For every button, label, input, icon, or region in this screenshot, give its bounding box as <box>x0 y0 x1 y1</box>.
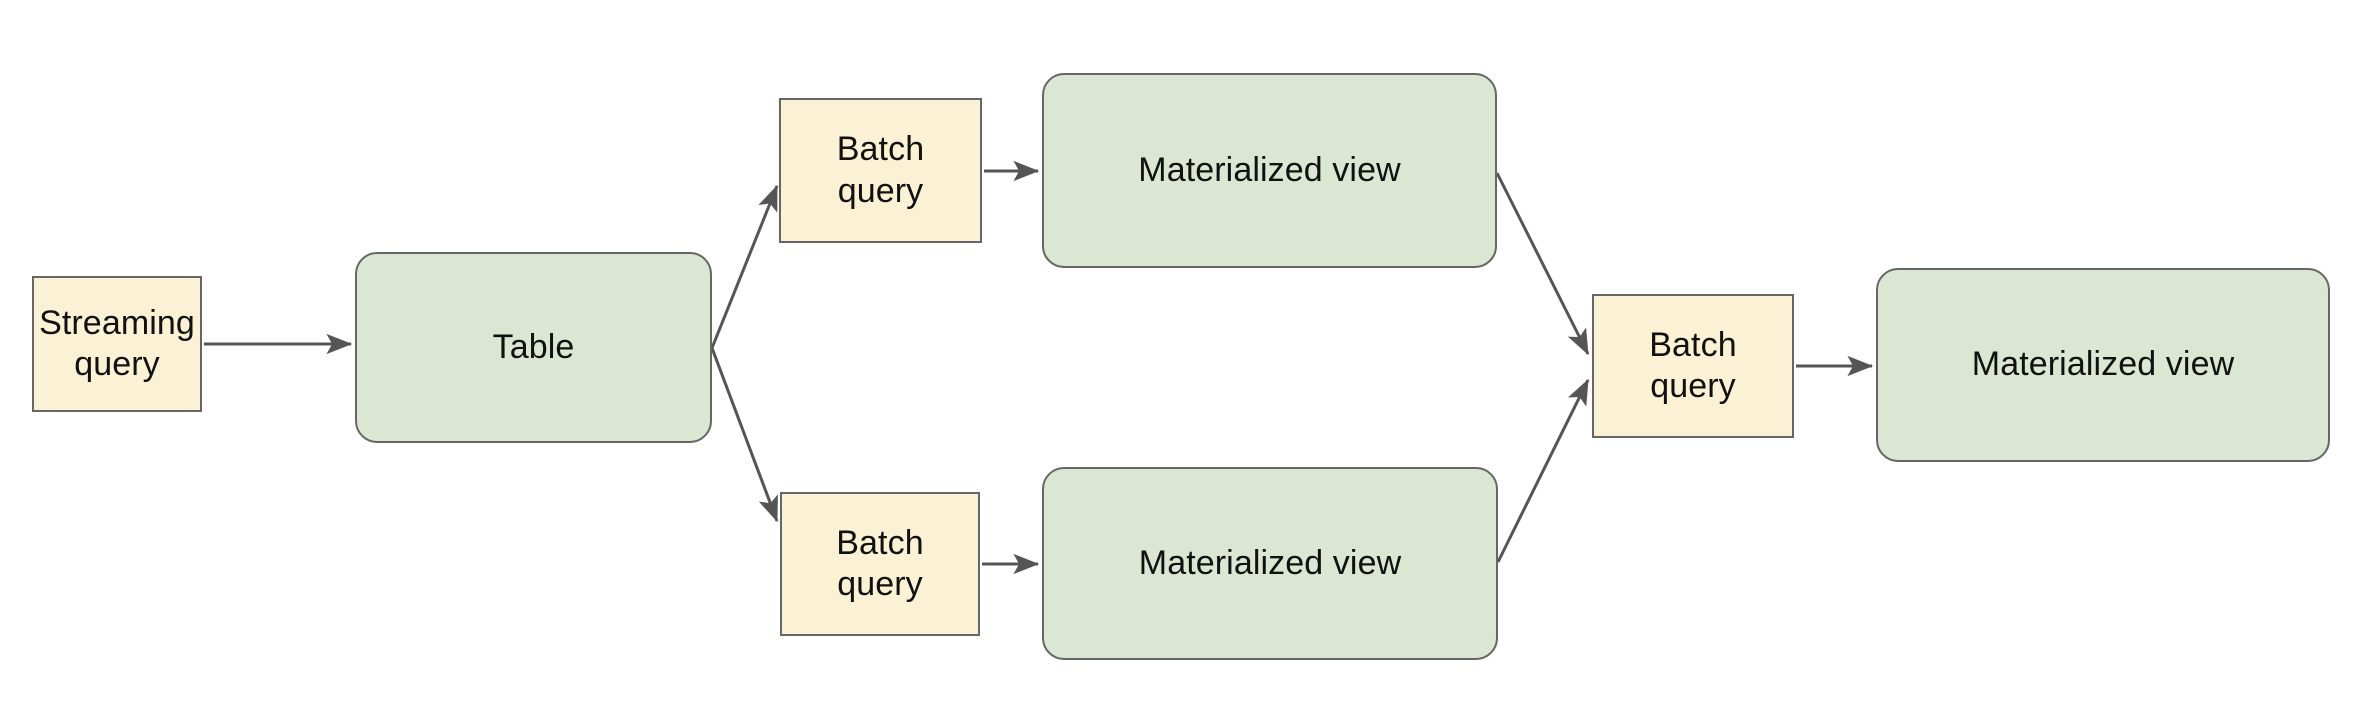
node-materialized-view-bottom[interactable]: Materialized view <box>1042 467 1498 660</box>
node-table[interactable]: Table <box>355 252 712 443</box>
edge-mv-top-to-batch-merge <box>1495 172 1590 356</box>
node-materialized-view-final[interactable]: Materialized view <box>1876 268 2330 462</box>
node-label-batch-query-top: Batch query <box>836 130 925 210</box>
node-label-batch-query-merge: Batch query <box>1649 325 1737 405</box>
node-label-batch-query-bottom: Batch query <box>836 523 924 603</box>
node-label-table: Table <box>492 327 575 366</box>
node-batch-query-merge[interactable]: Batch query <box>1592 294 1794 438</box>
node-label-materialized-view-final: Materialized view <box>1971 345 2235 384</box>
edge-table-to-batch-bottom <box>710 347 779 523</box>
edge-mv-bottom-to-batch-merge <box>1496 378 1590 563</box>
node-batch-query-top[interactable]: Batch query <box>779 98 982 243</box>
node-label-streaming-query: Streaming query <box>39 303 195 383</box>
node-streaming-query[interactable]: Streaming query <box>32 276 202 412</box>
node-materialized-view-top[interactable]: Materialized view <box>1042 73 1497 268</box>
edge-table-to-batch-top <box>710 184 779 349</box>
node-label-materialized-view-bottom: Materialized view <box>1138 543 1402 582</box>
node-batch-query-bottom[interactable]: Batch query <box>780 492 980 636</box>
node-label-materialized-view-top: Materialized view <box>1138 150 1401 189</box>
